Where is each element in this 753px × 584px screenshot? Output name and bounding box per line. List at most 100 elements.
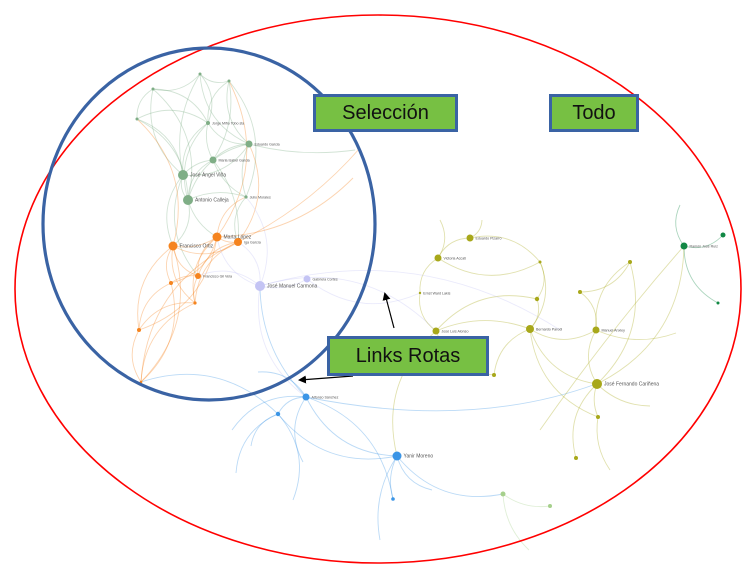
network-edge: [152, 73, 201, 91]
broken-edge: [277, 413, 300, 501]
network-edge: [212, 159, 247, 198]
network-edge: [539, 245, 685, 431]
network-edge: [259, 285, 307, 398]
node-label: Manuel Anxley: [602, 328, 626, 332]
network-edge: [529, 298, 540, 330]
network-node: [526, 325, 534, 333]
network-edge: [140, 302, 196, 383]
network-node: [578, 290, 582, 294]
network-node: [169, 281, 173, 285]
node-label: Victoria Accati: [444, 256, 467, 260]
network-node: [391, 497, 395, 501]
selection-callout-label: Selección: [342, 101, 429, 124]
network-edge: [199, 73, 213, 124]
network-edge: [396, 455, 504, 497]
network-node: [227, 79, 231, 83]
broken-edge: [675, 204, 685, 247]
network-node: [139, 380, 143, 384]
network-edge: [197, 270, 261, 287]
network-edge: [194, 241, 239, 304]
network-node: [716, 301, 720, 305]
network-node: [178, 170, 188, 180]
network-edge: [277, 396, 307, 415]
network-edge: [187, 199, 218, 238]
node-label: Eduardo Pizarro: [476, 236, 502, 240]
broken-edge: [294, 396, 307, 463]
broken-links-callout-label: Links Rotas: [355, 344, 461, 367]
network-edge: [579, 291, 597, 331]
network-node: [183, 195, 193, 205]
broken-edge: [502, 493, 530, 551]
network-node: [168, 241, 178, 251]
broken-edge: [235, 413, 279, 474]
network-node: [492, 373, 496, 377]
network-edge: [179, 73, 201, 176]
node-label: Gabriela Cortés: [313, 277, 338, 281]
broken-edge: [396, 455, 433, 491]
network-node: [434, 254, 442, 262]
network-node: [234, 238, 242, 246]
network-edge: [683, 245, 719, 304]
network-edge: [437, 257, 541, 276]
network-edge: [305, 383, 597, 412]
node-label: Bernardo Parodi: [536, 327, 562, 331]
node-label: Ernst Ward Lakis: [423, 291, 450, 295]
selection-callout: Selección: [313, 94, 458, 132]
node-label: Francisco Ortiz: [180, 243, 214, 249]
network-node: [548, 504, 552, 508]
node-label: Ramón José Ruiz: [690, 244, 719, 248]
network-node: [720, 232, 726, 238]
network-edge: [306, 278, 421, 305]
broken-edge: [250, 413, 279, 447]
network-edge: [257, 285, 307, 398]
network-node: [596, 415, 600, 419]
node-label: José Manuel Carmona: [267, 283, 318, 289]
network-node: [198, 72, 202, 76]
broken-edge: [596, 416, 611, 471]
network-edge: [493, 328, 531, 376]
network-node: [244, 195, 248, 199]
node-label: Yanir Moreno: [404, 453, 434, 459]
network-edge: [207, 80, 230, 124]
node-label: Iga García: [244, 240, 261, 244]
network-node: [592, 326, 600, 334]
network-edge: [596, 245, 685, 385]
network-node: [206, 121, 210, 125]
network-edge: [502, 493, 551, 508]
network-node: [466, 234, 474, 242]
network-node: [418, 291, 422, 295]
network-edge: [596, 261, 636, 385]
broken-edge: [216, 177, 354, 238]
network-node: [432, 327, 440, 335]
network-node: [212, 232, 222, 242]
network-node: [245, 140, 253, 148]
network-node: [303, 275, 311, 283]
network-edge: [182, 122, 209, 176]
network-edge: [595, 261, 631, 331]
broken-links-callout: Links Rotas: [327, 336, 489, 376]
network-edge: [419, 292, 437, 332]
network-edge: [572, 383, 598, 459]
node-label: José Fernando Cariñena: [604, 381, 659, 387]
network-node: [500, 491, 506, 497]
broken-edge: [437, 219, 446, 259]
network-node: [209, 156, 217, 164]
network-node: [574, 456, 578, 460]
network-edge: [199, 73, 230, 83]
network-node: [151, 87, 155, 91]
network-node: [137, 328, 141, 332]
node-label: Jorge Miño Tobo sta: [212, 121, 244, 125]
network-node: [538, 260, 542, 264]
network-edge: [529, 328, 598, 385]
node-label: Alfonso Sánchez: [312, 395, 339, 399]
node-label: José Ángel Viña: [190, 171, 226, 178]
broken-edge: [257, 371, 307, 398]
network-node: [628, 260, 632, 264]
node-label: Francisco Gil Vela: [203, 274, 232, 278]
network-edge: [172, 199, 190, 247]
node-label: Eduardo Garcia: [255, 142, 280, 146]
network-node: [193, 301, 197, 305]
network-node: [255, 281, 265, 291]
